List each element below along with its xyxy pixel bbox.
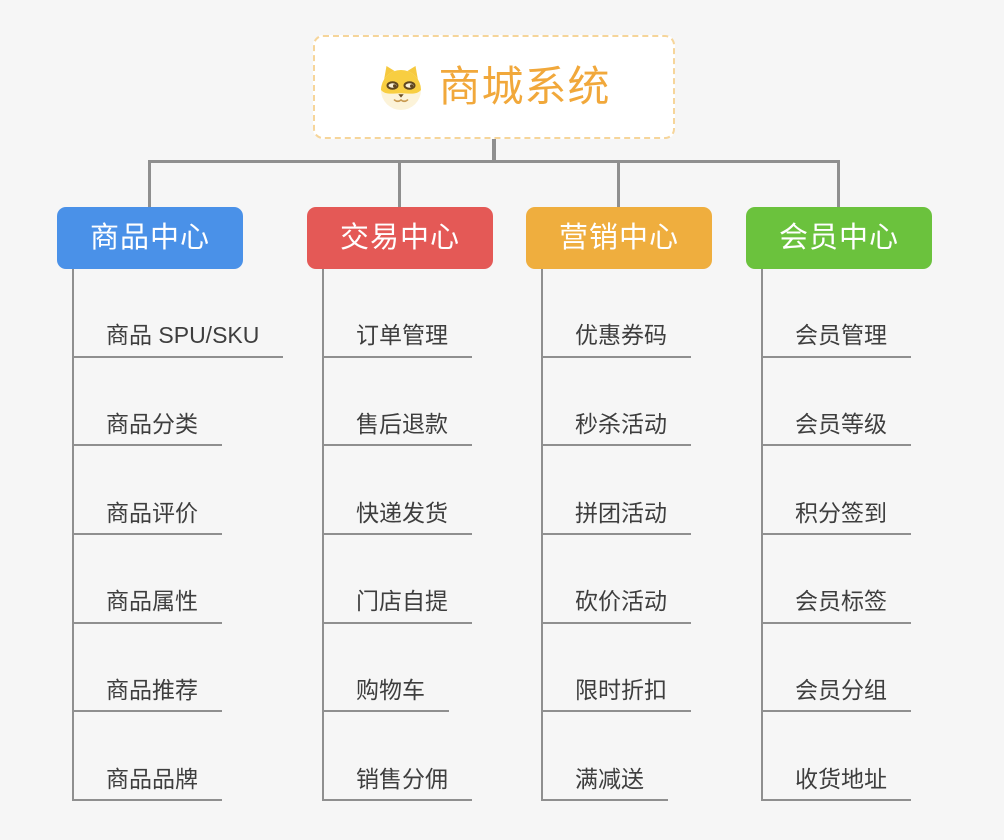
connector-children-line: [322, 269, 324, 801]
child-slot: 会员等级: [746, 358, 932, 447]
child-slot: 优惠券码: [526, 269, 712, 358]
root-title: 商城系统: [438, 63, 611, 110]
connector-root-stub: [492, 139, 496, 163]
child-node[interactable]: 积分签到: [761, 500, 911, 536]
child-node[interactable]: 限时折扣: [541, 677, 691, 713]
connector-children-line: [72, 269, 74, 801]
branch-node[interactable]: 交易中心: [307, 207, 493, 269]
child-slot: 购物车: [307, 624, 493, 713]
child-node[interactable]: 快递发货: [322, 500, 472, 536]
child-slot: 会员分组: [746, 624, 932, 713]
connector-children-line: [761, 269, 763, 801]
child-slot: 秒杀活动: [526, 358, 712, 447]
child-slot: 限时折扣: [526, 624, 712, 713]
connector-drop-trade: [398, 160, 401, 209]
child-slot: 会员管理: [746, 269, 932, 358]
connector-drop-product: [148, 160, 151, 209]
child-node[interactable]: 优惠券码: [541, 322, 691, 358]
child-slot: 售后退款: [307, 358, 493, 447]
branch-marketing-center: 营销中心 优惠券码秒杀活动拼团活动砍价活动限时折扣满减送: [526, 207, 712, 802]
root-node[interactable]: 商城系统: [313, 35, 675, 139]
child-node[interactable]: 购物车: [322, 677, 449, 713]
child-node[interactable]: 砍价活动: [541, 588, 691, 624]
child-node[interactable]: 满减送: [541, 766, 668, 802]
branch-node[interactable]: 商品中心: [57, 207, 243, 269]
child-node[interactable]: 商品分类: [72, 411, 222, 447]
child-slot: 商品推荐: [57, 624, 243, 713]
branch-children: 会员管理会员等级积分签到会员标签会员分组收货地址: [746, 269, 932, 802]
child-node[interactable]: 商品评价: [72, 500, 222, 536]
child-node[interactable]: 订单管理: [322, 322, 472, 358]
child-node[interactable]: 收货地址: [761, 766, 911, 802]
branch-node[interactable]: 会员中心: [746, 207, 932, 269]
child-slot: 砍价活动: [526, 535, 712, 624]
child-node[interactable]: 商品品牌: [72, 766, 222, 802]
doge-icon: [381, 66, 422, 110]
connector-drop-marketing: [617, 160, 620, 209]
child-node[interactable]: 商品推荐: [72, 677, 222, 713]
child-slot: 满减送: [526, 712, 712, 802]
child-node[interactable]: 拼团活动: [541, 500, 691, 536]
child-slot: 商品 SPU/SKU: [57, 269, 284, 358]
child-node[interactable]: 会员等级: [761, 411, 911, 447]
child-slot: 订单管理: [307, 269, 493, 358]
child-slot: 销售分佣: [307, 712, 493, 802]
child-node[interactable]: 商品属性: [72, 588, 222, 624]
child-slot: 商品评价: [57, 446, 243, 536]
connector-drop-member: [837, 160, 840, 209]
child-node[interactable]: 销售分佣: [322, 766, 472, 802]
connector-horizontal: [148, 160, 840, 163]
child-slot: 商品品牌: [57, 712, 243, 802]
child-node[interactable]: 会员标签: [761, 588, 911, 624]
child-node[interactable]: 售后退款: [322, 411, 472, 447]
child-slot: 积分签到: [746, 446, 932, 536]
child-node[interactable]: 会员管理: [761, 322, 911, 358]
child-slot: 快递发货: [307, 446, 493, 536]
branch-product-center: 商品中心 商品 SPU/SKU 商品分类商品评价商品属性商品推荐商品品牌: [57, 207, 284, 802]
branch-member-center: 会员中心 会员管理会员等级积分签到会员标签会员分组收货地址: [746, 207, 932, 802]
branch-children: 订单管理售后退款快递发货门店自提购物车销售分佣: [307, 269, 493, 802]
child-slot: 拼团活动: [526, 446, 712, 536]
child-slot: 收货地址: [746, 712, 932, 802]
child-slot: 门店自提: [307, 535, 493, 624]
branch-children: 商品 SPU/SKU 商品分类商品评价商品属性商品推荐商品品牌: [57, 269, 284, 802]
branch-trade-center: 交易中心 订单管理售后退款快递发货门店自提购物车销售分佣: [307, 207, 493, 802]
child-node[interactable]: 秒杀活动: [541, 411, 691, 447]
connector-children-line: [541, 269, 543, 801]
child-node[interactable]: 门店自提: [322, 588, 472, 624]
child-slot: 商品分类: [57, 358, 243, 447]
child-slot: 商品属性: [57, 535, 243, 624]
branch-children: 优惠券码秒杀活动拼团活动砍价活动限时折扣满减送: [526, 269, 712, 802]
branch-node[interactable]: 营销中心: [526, 207, 712, 269]
child-node[interactable]: 会员分组: [761, 677, 911, 713]
child-node[interactable]: 商品 SPU/SKU: [72, 322, 284, 358]
child-slot: 会员标签: [746, 535, 932, 624]
